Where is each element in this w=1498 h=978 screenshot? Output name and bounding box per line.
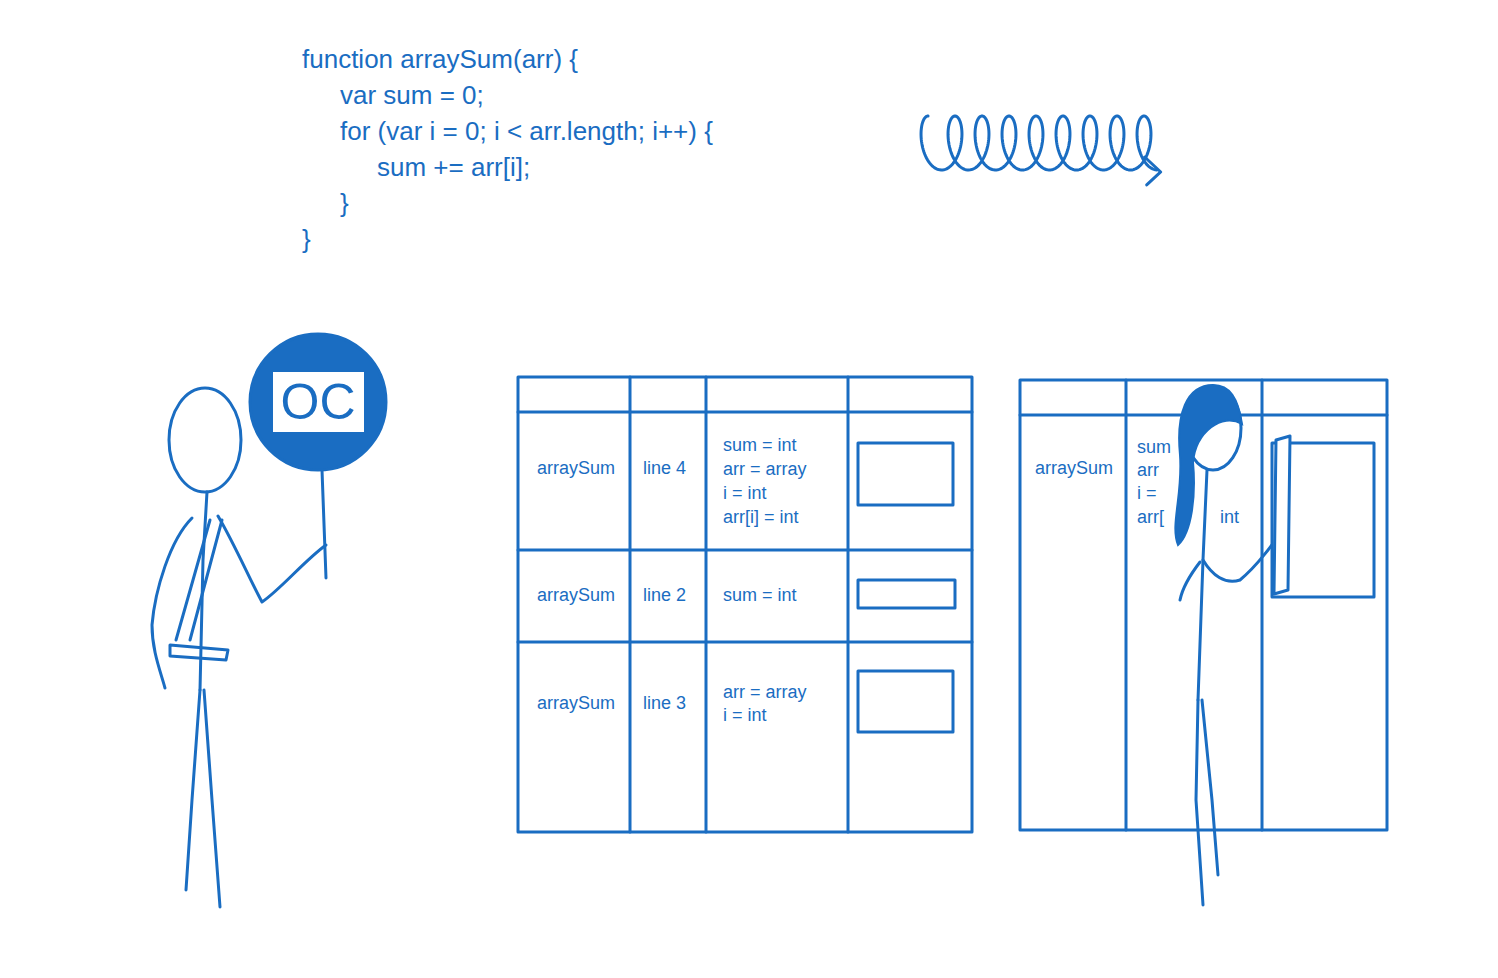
arrow-head <box>1145 157 1161 185</box>
figure-head <box>169 388 241 492</box>
bag <box>170 645 228 660</box>
spring-arrow <box>921 116 1161 185</box>
code-line: sum += arr[i]; <box>375 152 532 183</box>
table-cell: arr = array <box>721 459 809 481</box>
table-cell: arr <box>1135 460 1161 482</box>
table-rule <box>630 377 848 832</box>
spring-line <box>921 116 1157 170</box>
figure-torso <box>1198 470 1207 700</box>
figure-arm <box>218 516 326 602</box>
table-cell: arr[ <box>1135 507 1166 529</box>
figure-leg <box>204 690 220 907</box>
value-box <box>858 443 953 505</box>
figure-hair <box>1175 385 1242 545</box>
table-cell: arraySum <box>535 693 617 715</box>
table-cell: line 4 <box>641 458 688 480</box>
table-cell: arr = array <box>721 682 809 704</box>
value-box <box>858 671 953 732</box>
value-box <box>858 580 955 608</box>
figure-leg <box>186 690 200 890</box>
table-cell: int <box>1218 507 1241 529</box>
table-cell: line 2 <box>641 585 688 607</box>
table-rule <box>518 412 972 642</box>
table-cell: i = <box>1135 483 1159 505</box>
table-rule <box>1020 380 1387 830</box>
code-line: var sum = 0; <box>338 80 486 111</box>
table-cell: sum <box>1135 437 1173 459</box>
sign-stick <box>322 470 326 578</box>
call-stack-table <box>1020 380 1387 830</box>
figure-leg <box>1202 700 1218 875</box>
table-cell: sum = int <box>721 435 799 457</box>
figure-hand <box>1274 436 1290 594</box>
table-frame <box>1020 380 1387 830</box>
table-cell: arraySum <box>535 458 617 480</box>
table-cell: arraySum <box>1033 458 1115 480</box>
code-line: for (var i = 0; i < arr.length; i++) { <box>338 116 715 147</box>
code-line: } <box>338 188 351 219</box>
bag-strap <box>176 520 222 640</box>
sign-disc: OC <box>248 332 388 472</box>
code-line: } <box>300 224 313 255</box>
table-cell: sum = int <box>721 585 799 607</box>
sign-text-group: OC <box>270 369 367 435</box>
table-frame <box>518 377 972 832</box>
code-line: function arraySum(arr) { <box>300 44 580 75</box>
sign-circle <box>250 334 386 470</box>
table-cell: i = int <box>721 705 769 727</box>
figure-leg <box>1196 700 1203 905</box>
table-cell: i = int <box>721 483 769 505</box>
table-cell: arraySum <box>535 585 617 607</box>
table-cell: arr[i] = int <box>721 507 801 529</box>
sign-label: OC <box>270 369 367 435</box>
call-stack-table <box>518 377 972 832</box>
stick-figure <box>1175 385 1374 905</box>
figure-arm <box>1180 562 1200 600</box>
table-cell: line 3 <box>641 693 688 715</box>
